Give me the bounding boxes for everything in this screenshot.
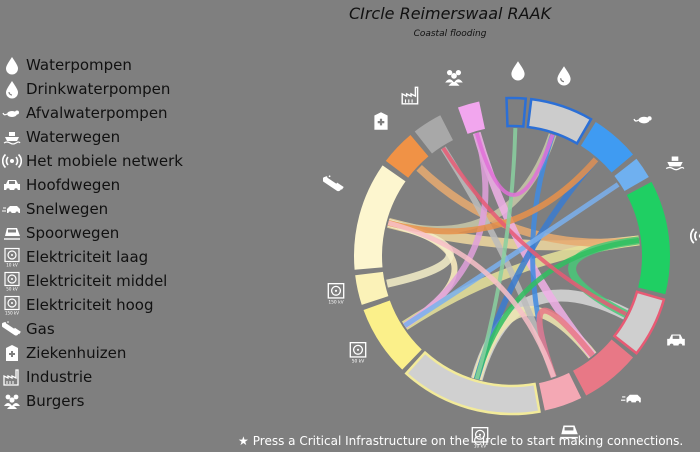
connection-chord <box>403 182 620 328</box>
page-subtitle: Coastal flooding <box>413 29 487 39</box>
fast-car-icon[interactable] <box>620 387 643 409</box>
segment-burgers[interactable] <box>457 101 485 134</box>
gas-pipe-icon <box>2 319 22 339</box>
legend-item-label: Het mobiele netwerk <box>26 152 183 170</box>
legend-item-label: Elektriciteit hoog <box>26 296 154 314</box>
segment-ziekenhuizen[interactable] <box>385 134 429 178</box>
page-title: CIrcle Reimerswaal RAAK <box>348 4 552 23</box>
legend-item[interactable]: 50 kV Elektriciteit middel <box>2 269 183 293</box>
water-drop-outline-icon <box>2 79 22 99</box>
legend-item-label: Burgers <box>26 392 85 410</box>
rat-icon[interactable] <box>633 108 655 130</box>
segment-afvalwaterpompen[interactable] <box>580 122 634 173</box>
svg-text:10 kV: 10 kV <box>474 444 487 449</box>
instruction-footer: ★Press a Critical Infrastructure on the … <box>238 434 683 448</box>
svg-text:150 kV: 150 kV <box>5 311 19 316</box>
svg-text:10 kV: 10 kV <box>6 263 18 268</box>
factory-icon[interactable] <box>400 84 422 106</box>
segment-gas[interactable] <box>354 165 406 270</box>
legend-item-label: Industrie <box>26 368 93 386</box>
electric-high-icon: 150 kV <box>2 295 22 315</box>
segment-spoorwegen[interactable] <box>539 372 582 411</box>
water-drop-icon <box>2 55 22 75</box>
svg-text:150 kV: 150 kV <box>328 300 343 305</box>
water-drop-icon[interactable] <box>507 59 529 81</box>
legend-item[interactable]: Het mobiele netwerk <box>2 149 183 173</box>
legend-item[interactable]: 10 kV Elektriciteit laag <box>2 245 183 269</box>
ship-icon <box>2 127 22 147</box>
legend-item[interactable]: Industrie <box>2 365 183 389</box>
legend-item[interactable]: 150 kV Elektriciteit hoog <box>2 293 183 317</box>
ship-icon[interactable] <box>664 151 686 173</box>
connection-chord <box>441 146 627 316</box>
hospital-icon <box>2 343 22 363</box>
legend-item[interactable]: Hoofdwegen <box>2 173 183 197</box>
legend-item[interactable]: Ziekenhuizen <box>2 341 183 365</box>
signal-icon[interactable] <box>689 225 700 247</box>
segment-hoofdwegen[interactable] <box>612 290 666 356</box>
gas-pipe-icon[interactable] <box>322 173 345 195</box>
electric-low-icon: 10 kV <box>2 247 22 267</box>
wheel-icons-group: 10 kV 50 kV 150 kV <box>322 59 700 448</box>
legend-item[interactable]: Drinkwaterpompen <box>2 77 183 101</box>
rat-icon <box>2 103 22 123</box>
segment-waterwegen[interactable] <box>614 158 649 191</box>
connection-chord <box>474 132 555 197</box>
legend-item[interactable]: Spoorwegen <box>2 221 183 245</box>
electric-mid-icon: 50 kV <box>2 271 22 291</box>
segments-group <box>354 96 670 416</box>
legend-item[interactable]: Waterpompen <box>2 53 183 77</box>
connection-chord <box>387 220 557 378</box>
legend-item-label: Elektriciteit middel <box>26 272 168 290</box>
segment-snelwegen[interactable] <box>573 339 634 396</box>
hospital-icon[interactable] <box>370 110 392 132</box>
electric-high-icon[interactable]: 150 kV <box>325 282 347 304</box>
signal-icon <box>2 151 22 171</box>
electric-low-icon[interactable]: 10 kV <box>469 426 491 448</box>
legend-item[interactable]: Burgers <box>2 389 183 413</box>
fast-car-icon <box>2 199 22 219</box>
star-icon: ★ <box>238 434 249 448</box>
car-icon <box>2 175 22 195</box>
legend-item-label: Afvalwaterpompen <box>26 104 168 122</box>
legend-item[interactable]: Waterwegen <box>2 125 183 149</box>
legend-item-label: Snelwegen <box>26 200 109 218</box>
water-drop-outline-icon[interactable] <box>553 64 575 86</box>
car-icon[interactable] <box>665 329 687 351</box>
electric-mid-icon[interactable]: 50 kV <box>347 341 369 363</box>
legend-item[interactable]: Afvalwaterpompen <box>2 101 183 125</box>
legend-item-label: Drinkwaterpompen <box>26 80 171 98</box>
people-icon[interactable] <box>443 66 465 88</box>
legend-item-label: Ziekenhuizen <box>26 344 127 362</box>
legend-item-label: Waterwegen <box>26 128 121 146</box>
segment-industrie[interactable] <box>414 115 453 154</box>
segment-waterpompen[interactable] <box>505 96 528 128</box>
legend-item-label: Gas <box>26 320 55 338</box>
svg-text:50 kV: 50 kV <box>6 287 18 292</box>
legend-item-label: Hoofdwegen <box>26 176 121 194</box>
train-icon[interactable] <box>558 420 580 442</box>
segment-mobiel-netwerk[interactable] <box>626 181 670 295</box>
legend-item-label: Spoorwegen <box>26 224 120 242</box>
legend-item[interactable]: Snelwegen <box>2 197 183 221</box>
segment-elektriciteit-hoog[interactable] <box>355 271 389 305</box>
segment-drinkwaterpompen[interactable] <box>526 97 593 146</box>
segment-elektriciteit-laag[interactable] <box>404 350 541 416</box>
instruction-text: Press a Critical Infrastructure on the C… <box>252 434 684 448</box>
legend-item-label: Waterpompen <box>26 56 132 74</box>
people-icon <box>2 391 22 411</box>
factory-icon <box>2 367 22 387</box>
svg-text:50 kV: 50 kV <box>351 359 364 364</box>
segment-elektriciteit-middel[interactable] <box>363 300 422 370</box>
legend-item[interactable]: Gas <box>2 317 183 341</box>
chords-group <box>386 127 640 381</box>
train-icon <box>2 223 22 243</box>
legend-item-label: Elektriciteit laag <box>26 248 149 266</box>
connection-chord <box>474 237 640 380</box>
connection-chord <box>474 127 518 380</box>
